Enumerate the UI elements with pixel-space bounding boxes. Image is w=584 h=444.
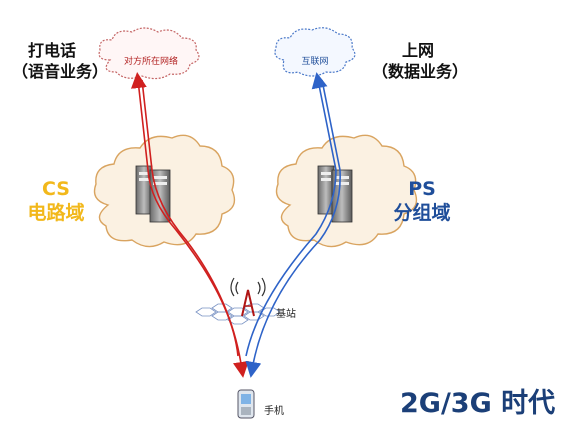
cs-domain-name: 电路域 (27, 202, 85, 224)
phone-label: 手机 (264, 406, 284, 417)
internet-cloud-icon (274, 27, 356, 77)
data-path-down-arrow (245, 79, 341, 378)
internet-label: 互联网 (301, 57, 329, 67)
era-title: 2G/3G 时代 (400, 388, 556, 419)
cell-grid-icon (195, 303, 281, 325)
base-station-label: 基站 (276, 309, 296, 320)
voice-service-label: 打电话 （语音业务） (12, 40, 109, 82)
voice-service-title: 打电话 (27, 41, 76, 60)
ps-domain-label: PS 分组域 (382, 177, 462, 225)
ps-server-rack-icon (317, 165, 353, 223)
data-service-label: 上网 （数据业务） (372, 40, 469, 82)
data-service-subtitle: （数据业务） (372, 62, 469, 81)
cs-domain-label: CS 电路域 (16, 177, 96, 225)
ps-domain-name: 分组域 (393, 202, 451, 224)
ps-domain-code: PS (408, 178, 436, 200)
mobile-phone-icon (237, 389, 255, 419)
cell-tower-icon (230, 277, 266, 317)
remote-network-label: 对方所在网络 (123, 57, 178, 67)
data-service-title: 上网 (401, 41, 434, 60)
cs-domain-code: CS (42, 178, 70, 200)
voice-service-subtitle: （语音业务） (12, 62, 109, 81)
data-path-up-arrow (245, 72, 337, 357)
voice-path-down-arrow (141, 79, 249, 378)
